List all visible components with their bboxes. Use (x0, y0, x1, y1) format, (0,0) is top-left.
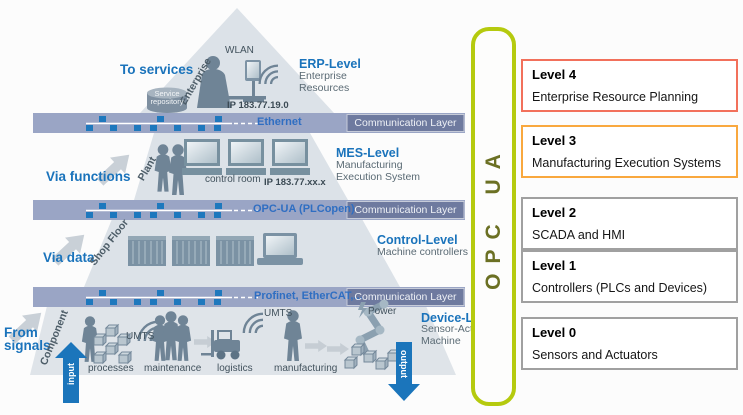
level-2-name: Level 2 (532, 205, 577, 220)
bar3-comm-layer-label: Communication Layer (354, 291, 457, 303)
level-0-desc: Sensors and Actuators (532, 348, 658, 362)
umts-left-label: UMTS (126, 331, 155, 342)
level-0-box: Level 0 Sensors and Actuators (521, 317, 738, 370)
mes-scene (154, 139, 310, 195)
mes-ip-label: IP 183.77.xx.x (264, 177, 326, 188)
comm-bar-profinet (33, 287, 465, 307)
control-room-monitors-icon (182, 139, 310, 175)
power-label: Power (368, 306, 397, 317)
erp-ip-label: IP 183.77.19.0 (227, 100, 289, 111)
input-arrow-label: input (66, 363, 76, 385)
control-room-label: control room (205, 174, 261, 185)
level-4-box: Level 4 Enterprise Resource Planning (521, 59, 738, 112)
maintenance-label: maintenance (144, 363, 202, 374)
opc-ua-bar: OPC UA (471, 27, 516, 406)
label-via-data: Via data (43, 250, 95, 265)
control-level-title: Control-Level (377, 233, 458, 247)
comm-bar-ethernet (33, 113, 465, 133)
comm-bar-opcua (33, 200, 465, 220)
erp-level-subtitle: Enterprise Resources (299, 70, 350, 94)
label-to-services: To services (120, 62, 194, 77)
level-2-box: Level 2 SCADA and HMI (521, 197, 738, 250)
umts-right-label: UMTS (264, 308, 293, 319)
level-3-box: Level 3 Manufacturing Execution Systems (521, 125, 738, 178)
processes-label: processes (88, 363, 134, 374)
logistics-label: logistics (217, 363, 253, 374)
lightning-icon (358, 302, 367, 318)
wlan-antenna-icon (243, 60, 280, 102)
level-4-desc: Enterprise Resource Planning (532, 90, 699, 104)
device-scene (81, 299, 401, 370)
erp-level-title: ERP-Level (299, 57, 361, 71)
control-scene (128, 233, 303, 266)
level-2-desc: SCADA and HMI (532, 228, 626, 242)
input-arrow-icon (55, 342, 87, 403)
service-repository-label: Service repository (150, 89, 184, 106)
manufacturing-label: manufacturing (274, 363, 338, 374)
level-3-desc: Manufacturing Execution Systems (532, 156, 721, 170)
laptop-icon (257, 233, 303, 265)
bar1-comm-layer-label: Communication Layer (354, 117, 457, 129)
level-4-name: Level 4 (532, 67, 577, 82)
person-at-desk-icon (197, 56, 266, 108)
robot-arm-icon (344, 299, 401, 370)
forklift-icon (201, 330, 240, 360)
mes-level-subtitle: Manufacturing Execution System (336, 159, 421, 183)
level-3-name: Level 3 (532, 133, 577, 148)
device-level-subtitle: Sensor-Actor Machine (421, 323, 483, 347)
level-0-name: Level 0 (532, 325, 577, 340)
service-repository-icon (147, 87, 187, 113)
bar1-protocol: Ethernet (257, 116, 302, 128)
control-level-subtitle: Machine controllers (377, 246, 469, 258)
server-racks-icon (128, 236, 254, 266)
mes-level-title: MES-Level (336, 146, 400, 160)
erp-scene (147, 56, 280, 113)
opc-ua-label: OPC UA (481, 143, 505, 290)
label-via-functions: Via functions (46, 169, 131, 184)
level-1-name: Level 1 (532, 258, 577, 273)
level-1-desc: Controllers (PLCs and Devices) (532, 281, 708, 295)
wlan-label: WLAN (225, 45, 254, 56)
label-from-signals: From signals (4, 325, 51, 353)
output-arrow-icon (388, 342, 420, 401)
output-arrow-label: output (399, 350, 409, 378)
level-1-box: Level 1 Controllers (PLCs and Devices) (521, 250, 738, 303)
bar2-comm-layer-label: Communication Layer (354, 204, 457, 216)
bar2-protocol: OPC-UA (PLCopen) (253, 203, 355, 215)
bar3-protocol: Profinet, EtherCAT,... (254, 290, 363, 302)
